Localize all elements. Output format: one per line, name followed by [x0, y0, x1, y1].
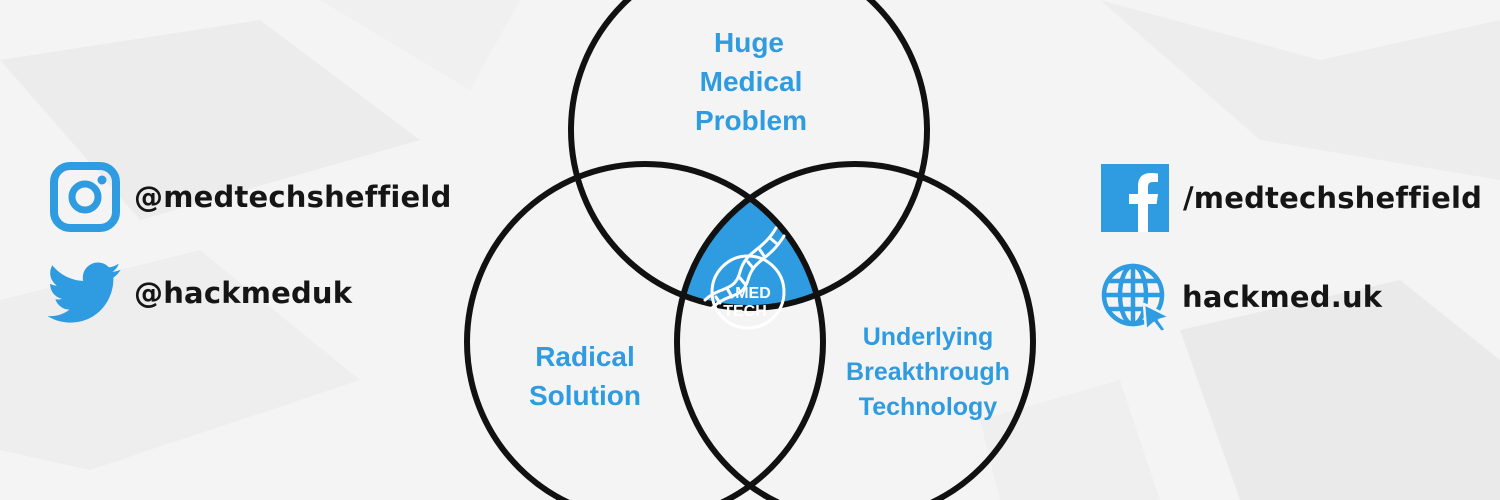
- logo-line-1: MED: [735, 285, 771, 302]
- twitter-handle: @hackmeduk: [134, 276, 353, 310]
- website-handle: hackmed.uk: [1182, 280, 1383, 314]
- venn-intersection: [677, 164, 823, 308]
- venn-circle-top: [568, 0, 930, 311]
- instagram-link[interactable]: @medtechsheffield: [50, 162, 452, 232]
- venn-left-line-2: Solution: [529, 380, 641, 411]
- instagram-icon: [50, 162, 120, 232]
- twitter-link[interactable]: @hackmeduk: [48, 262, 352, 324]
- website-link[interactable]: hackmed.uk: [1100, 262, 1382, 332]
- facebook-icon: [1101, 164, 1169, 232]
- dna-helix-icon: [703, 226, 786, 310]
- facebook-link[interactable]: /medtechsheffield: [1101, 164, 1482, 232]
- venn-circle-left: [464, 161, 826, 500]
- venn-top-line-3: Problem: [695, 105, 807, 136]
- facebook-handle: /medtechsheffield: [1183, 181, 1483, 215]
- venn-label-left: Radical Solution: [529, 341, 641, 411]
- globe-cursor-icon: [1101, 263, 1172, 332]
- venn-top-line-1: Huge: [714, 27, 784, 58]
- venn-right-line-2: Breakthrough: [846, 358, 1010, 386]
- venn-right-line-3: Technology: [859, 393, 998, 421]
- venn-right-line-1: Underlying: [863, 323, 994, 351]
- venn-label-top: Huge Medical Problem: [695, 27, 807, 136]
- instagram-handle: @medtechsheffield: [134, 180, 452, 214]
- venn-circle-right: [674, 161, 1036, 500]
- dna-medtech-logo: MED TECH: [703, 226, 786, 330]
- venn-left-line-1: Radical: [535, 341, 635, 372]
- venn-label-right: Underlying Breakthrough Technology: [846, 323, 1010, 421]
- venn-top-line-2: Medical: [700, 66, 803, 97]
- logo-line-2: TECH: [723, 303, 767, 320]
- twitter-bird-icon: [48, 262, 121, 323]
